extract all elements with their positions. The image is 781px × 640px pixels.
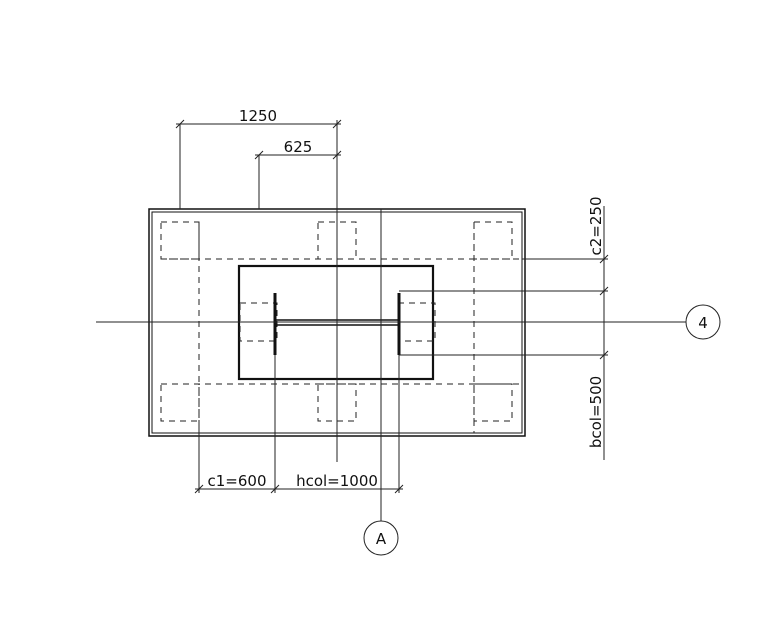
dim-label-1250: 1250 xyxy=(239,107,277,125)
axis-label-a: A xyxy=(376,530,387,548)
dimension-bottom: c1=600 hcol=1000 xyxy=(194,355,404,494)
dim-label-hcol: hcol=1000 xyxy=(296,472,378,490)
dimension-625: 625 xyxy=(254,138,342,209)
axis-bubble-4: 4 xyxy=(685,304,721,340)
axis-label-4: 4 xyxy=(698,314,708,332)
dim-label-c2: c2=250 xyxy=(587,197,605,256)
dim-label-bcol: bcol=500 xyxy=(587,376,605,448)
dashed-beams xyxy=(161,222,522,433)
dimension-right: c2=250 bcol=500 xyxy=(399,197,609,460)
dim-label-625: 625 xyxy=(284,138,313,156)
dimension-1250: 1250 xyxy=(175,107,342,209)
dim-label-c1: c1=600 xyxy=(208,472,267,490)
axis-bubble-a: A xyxy=(363,520,399,556)
